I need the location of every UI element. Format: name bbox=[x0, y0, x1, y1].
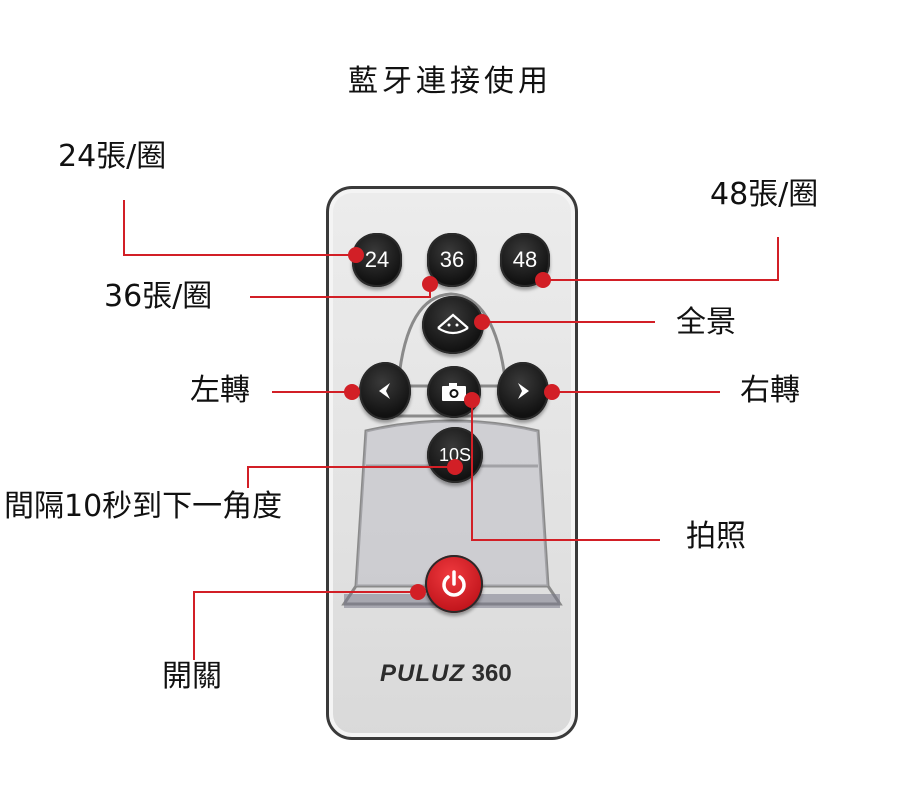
dot-photo bbox=[464, 392, 480, 408]
panorama-button[interactable] bbox=[422, 296, 484, 354]
brand: PULUZ 360 bbox=[380, 660, 512, 688]
dot-power bbox=[410, 584, 426, 600]
line-interval bbox=[247, 466, 455, 488]
label-power: 開關 bbox=[162, 659, 222, 694]
arrow-left-icon bbox=[379, 383, 390, 399]
label-turn-right: 右轉 bbox=[740, 373, 800, 408]
line-48 bbox=[543, 237, 779, 281]
dot-interval bbox=[447, 459, 463, 475]
line-36 bbox=[250, 283, 431, 298]
button-48-label: 48 bbox=[512, 247, 538, 272]
label-photo: 拍照 bbox=[686, 519, 746, 554]
timer-button-label: 10S bbox=[438, 444, 472, 465]
dot-right bbox=[544, 384, 560, 400]
dot-36 bbox=[422, 276, 438, 292]
button-24-label: 24 bbox=[364, 247, 390, 272]
power-button[interactable] bbox=[425, 555, 483, 613]
label-36-shots: 36張/圈 bbox=[104, 279, 213, 314]
label-panorama: 全景 bbox=[676, 305, 736, 340]
dot-48 bbox=[535, 272, 551, 288]
dot-left bbox=[344, 384, 360, 400]
line-power bbox=[193, 591, 418, 660]
brand-logo: PULUZ bbox=[380, 660, 465, 687]
turn-left-button[interactable] bbox=[359, 362, 411, 420]
label-interval: 間隔10秒到下一角度 bbox=[4, 489, 283, 524]
power-icon bbox=[442, 570, 466, 597]
label-24-shots: 24張/圈 bbox=[58, 139, 167, 174]
button-36-label: 36 bbox=[439, 247, 465, 272]
page-title: 藍牙連接使用 bbox=[348, 64, 552, 99]
label-turn-left: 左轉 bbox=[190, 373, 250, 408]
label-48-shots: 48張/圈 bbox=[710, 177, 819, 212]
arrow-right-icon bbox=[518, 383, 529, 399]
camera-icon bbox=[442, 383, 466, 401]
line-24 bbox=[123, 200, 356, 256]
dot-24 bbox=[348, 247, 364, 263]
turn-right-button[interactable] bbox=[497, 362, 549, 420]
panorama-icon bbox=[437, 313, 469, 335]
brand-model: 360 bbox=[471, 660, 512, 687]
dot-panorama bbox=[474, 314, 490, 330]
line-photo bbox=[471, 400, 660, 541]
